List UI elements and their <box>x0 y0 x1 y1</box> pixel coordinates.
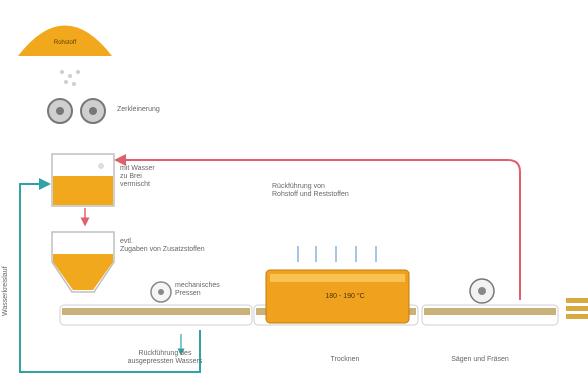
falling-particles <box>60 70 80 86</box>
conveyor-right <box>424 308 556 315</box>
press-icon <box>150 281 172 303</box>
dryer-label: Trocknen <box>330 356 360 363</box>
cut-label: Sägen und Fräsen <box>451 356 509 363</box>
water-return-label: Rückführung des ausgepressten Wassers <box>127 350 203 365</box>
dryer-oven <box>265 269 410 324</box>
steam-arrow-icon <box>297 246 377 262</box>
water-label: mit Wasser zu Brei vermischt <box>120 165 155 188</box>
mill-label: Zerkleinerung <box>117 106 160 113</box>
recycle-label: Rückführung von Rohstoff und Reststoffen <box>272 183 349 198</box>
press-label: mechanisches Pressen <box>175 282 220 297</box>
additives-label: evtl. Zugaben von Zusatzstoffen <box>120 238 205 253</box>
mill-icon <box>47 98 106 124</box>
saw-icon <box>469 278 495 304</box>
additive-funnel <box>51 231 115 293</box>
output-boards <box>566 298 588 319</box>
raw-material-label: Rohstoff <box>53 40 77 46</box>
mixing-tank <box>51 153 115 207</box>
raw-material-mound <box>18 25 112 56</box>
recycle-line <box>114 154 521 300</box>
water-cycle-line <box>19 178 201 373</box>
conveyor-left <box>62 308 250 315</box>
oven-temperature-label: 180 - 190 °C <box>325 293 365 300</box>
water-cycle-label: Wasserkreislauf <box>2 266 9 316</box>
